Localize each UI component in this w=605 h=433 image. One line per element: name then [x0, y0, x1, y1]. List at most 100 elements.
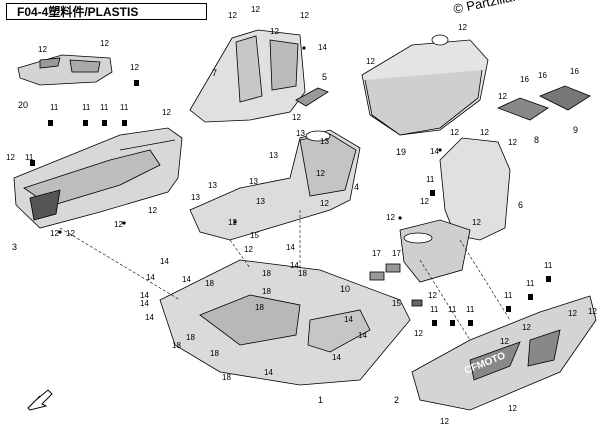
callout-18: 18 — [222, 373, 231, 382]
callout-6: 6 — [518, 200, 523, 210]
callout-18: 18 — [255, 303, 264, 312]
callout-17: 17 — [392, 249, 401, 258]
callout-12: 12 — [244, 245, 253, 254]
callout-11: 11 — [100, 103, 109, 112]
callout-14: 14 — [146, 273, 155, 282]
callout-12: 12 — [472, 218, 481, 227]
callout-12: 12 — [251, 5, 260, 14]
callout-14: 14 — [344, 315, 353, 324]
callout-12: 12 — [148, 206, 157, 215]
callout-14: 14 — [145, 313, 154, 322]
callout-14: 14 — [140, 299, 149, 308]
callout-12: 12 — [316, 169, 325, 178]
callout-14: 14 — [290, 261, 299, 270]
callout-13: 13 — [249, 177, 258, 186]
part-2-rocker-panel[interactable] — [411, 295, 597, 411]
callout-14: 14 — [264, 368, 273, 377]
callout-labels: 12 12 20 12 11 11 11 11 12 11 12 12 3 12… — [6, 5, 597, 426]
callout-12: 12 — [458, 23, 467, 32]
callout-14: 14 — [286, 243, 295, 252]
callout-9: 9 — [573, 125, 578, 135]
callout-17: 17 — [372, 249, 381, 258]
callout-11: 11 — [82, 103, 91, 112]
callout-11: 11 — [430, 305, 439, 314]
callout-15: 15 — [392, 299, 401, 308]
part-5-grille[interactable] — [295, 87, 329, 107]
callout-12: 12 — [386, 213, 395, 222]
callout-12: 12 — [270, 27, 279, 36]
callout-11: 11 — [544, 261, 553, 270]
callout-13: 13 — [191, 193, 200, 202]
callout-12: 12 — [100, 39, 109, 48]
part-3-left-panel[interactable] — [13, 127, 183, 229]
part-8-vent[interactable] — [496, 97, 549, 121]
callout-12: 12 — [522, 323, 531, 332]
callout-14: 14 — [430, 147, 439, 156]
part-6-right-panel[interactable] — [399, 137, 511, 283]
callout-14: 14 — [358, 331, 367, 340]
callout-14: 14 — [160, 257, 169, 266]
part-7-fender[interactable] — [189, 29, 306, 123]
callout-13: 13 — [208, 181, 217, 190]
callout-1: 1 — [318, 395, 323, 405]
part-1-floor-pan[interactable] — [159, 259, 411, 386]
callout-13: 13 — [256, 197, 265, 206]
callout-12: 12 — [480, 128, 489, 137]
callout-18: 18 — [298, 269, 307, 278]
callout-14: 14 — [140, 291, 149, 300]
callout-20: 20 — [18, 100, 28, 110]
callout-8: 8 — [534, 135, 539, 145]
part-15-clip[interactable] — [411, 299, 423, 307]
callout-18: 18 — [172, 341, 181, 350]
callout-12: 12 — [588, 307, 597, 316]
callout-12: 12 — [50, 229, 59, 238]
callout-16: 16 — [570, 67, 579, 76]
callout-11: 11 — [50, 103, 59, 112]
callout-12: 12 — [414, 329, 423, 338]
callout-11: 11 — [526, 279, 535, 288]
part-4-center-console[interactable] — [189, 129, 361, 241]
callout-12: 12 — [500, 337, 509, 346]
callout-12: 12 — [38, 45, 47, 54]
callout-14: 14 — [318, 43, 327, 52]
callout-12: 12 — [66, 229, 75, 238]
part-19-bin[interactable] — [361, 34, 489, 136]
callout-3: 3 — [12, 242, 17, 252]
callout-12: 12 — [114, 220, 123, 229]
callout-12: 12 — [366, 57, 375, 66]
part-9-vent[interactable] — [539, 85, 591, 111]
callout-10: 10 — [340, 284, 350, 294]
callout-12: 12 — [440, 417, 449, 426]
part-20-tray[interactable] — [17, 54, 113, 86]
callout-2: 2 — [394, 395, 399, 405]
callout-12: 12 — [6, 153, 15, 162]
callout-18: 18 — [205, 279, 214, 288]
callout-12: 12 — [320, 199, 329, 208]
callout-12: 12 — [428, 291, 437, 300]
callout-19: 19 — [396, 147, 406, 157]
callout-11: 11 — [504, 291, 513, 300]
callout-4: 4 — [354, 182, 359, 192]
callout-18: 18 — [262, 287, 271, 296]
callout-12: 12 — [498, 92, 507, 101]
callout-11: 11 — [466, 305, 475, 314]
callout-12: 12 — [508, 404, 517, 413]
callout-12: 12 — [450, 128, 459, 137]
diagram-title: F04-4塑料件/PLASTIS — [6, 3, 207, 20]
callout-13: 13 — [320, 137, 329, 146]
callout-15: 15 — [250, 231, 259, 240]
callout-12: 12 — [420, 197, 429, 206]
callout-5: 5 — [322, 72, 327, 82]
callout-12: 12 — [508, 138, 517, 147]
callout-13: 13 — [269, 151, 278, 160]
callout-12: 12 — [162, 108, 171, 117]
callout-12: 12 — [228, 218, 237, 227]
part-17-clip[interactable] — [369, 263, 401, 281]
callout-12: 12 — [228, 11, 237, 20]
fastener-markers — [30, 46, 551, 326]
callout-12: 12 — [300, 11, 309, 20]
callout-12: 12 — [292, 113, 301, 122]
callout-11: 11 — [426, 175, 435, 184]
front-direction-arrow — [27, 389, 53, 411]
